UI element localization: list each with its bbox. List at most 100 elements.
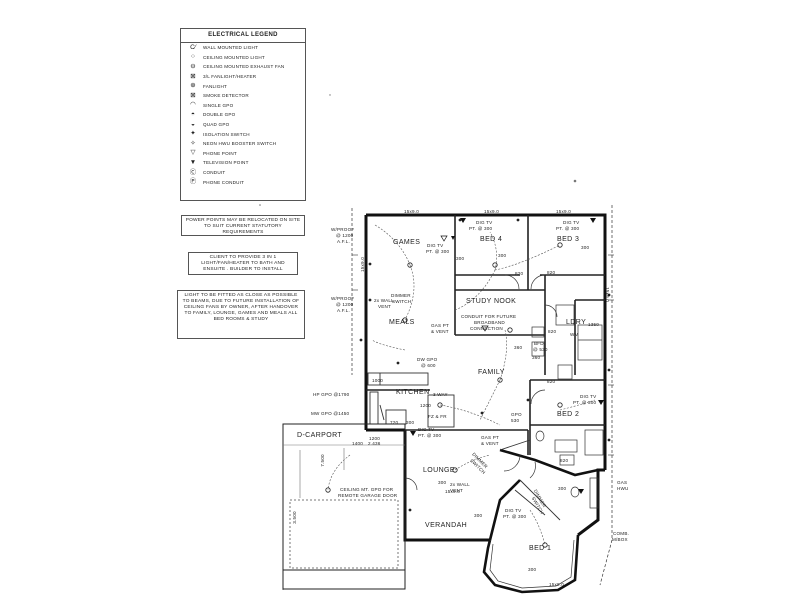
legend-item: ⊕FANLIGHT (181, 81, 305, 91)
wproof-gpo-label: A.F.L. (337, 239, 350, 244)
legend-item: C⁄ WALL MOUNTED LIGHT (181, 43, 305, 53)
legend-item: ⊠SMOKE DETECTOR (181, 91, 305, 101)
quad-gpo-icon: ◒ (191, 120, 195, 128)
bed1-walls (482, 448, 599, 594)
scan-marks (259, 94, 577, 206)
room-bed2: BED 2 (557, 411, 580, 418)
legend-item: ◠SINGLE GPO (181, 101, 305, 111)
gpo-label: GPO (511, 412, 522, 417)
carport-dimension: 2.436 (368, 441, 381, 446)
legend-item: Ⓟ PHONE CONDUIT (181, 177, 305, 187)
room-kitchen: KITCHEN (396, 389, 430, 396)
legend-label: PHONE CONDUIT (203, 179, 245, 185)
door-width: 360 (514, 345, 523, 350)
note-power-points: POWER POINTS MAY BE RELOCATED ON SITE TO… (181, 215, 305, 236)
height-label: 300 (498, 253, 507, 258)
interior-walls (366, 215, 605, 455)
bench-dimension: 720 (390, 420, 399, 425)
legend-label: TELEVISION POINT (203, 160, 249, 166)
ceiling-light-icons (325, 242, 563, 548)
legend-item: ⊠ 3/L FANLIGHT/HEATER (181, 72, 305, 82)
bench-dimension: 1200 (369, 436, 381, 441)
three-way-switch-label: 3 WAY (433, 392, 448, 397)
fanlight-icon: ⊕ (190, 82, 196, 90)
dimmer-switch-label: DIMMER (391, 293, 411, 298)
height-label: 300 (438, 480, 447, 485)
tv-point-label: PT. @ 300 (503, 514, 527, 519)
lounge-lines (499, 439, 561, 521)
legend-item: ◓DOUBLE GPO (181, 110, 305, 120)
electrical-legend: ELECTRICAL LEGEND C⁄WALL MOUNTED LIGHT ○… (180, 28, 306, 201)
door-width: 820 (515, 271, 524, 276)
phone-conduit-icon: Ⓟ (189, 178, 197, 186)
tv-point-icon: ▼ (189, 158, 197, 166)
phone-point-icon: ▽ (190, 149, 196, 157)
legend-label: CEILING MOUNTED EXHAUST FAN (203, 64, 285, 70)
legend-label: WALL MOUNTED LIGHT (203, 45, 259, 51)
height-label: 300 (474, 513, 483, 518)
note-light-fitting: LIGHT TO BE FITTED AS CLOSE AS POSSIBLE … (177, 290, 305, 339)
tv-point-label: DIG TV (505, 508, 522, 513)
wall-light-icon: C⁄ (190, 43, 196, 51)
window-dimension: 15x9.0 (484, 209, 499, 214)
conduit-note: CONDUIT FOR FUTURE (461, 314, 517, 319)
wproof-gpo-label: @ 1200 (336, 302, 354, 307)
room-laundry: LDRY (566, 319, 587, 326)
legend-label: NEON HWU BOOSTER SWITCH (203, 141, 277, 147)
door-width: 820 (548, 329, 557, 334)
height-label: 300 (581, 245, 590, 250)
door-width: 820 (560, 458, 569, 463)
hp-gpo-label: HP GPO @1790 (313, 392, 350, 397)
tv-point-label: DIG TV (418, 427, 435, 432)
gpo-icons (359, 218, 611, 512)
room-family: FAMILY (478, 369, 505, 376)
legend-label: QUAD GPO (203, 122, 230, 128)
bench-dimension: 300 (406, 420, 415, 425)
room-lounge: LOUNGE (423, 467, 455, 474)
window-dimension: 15x9.0 (404, 209, 419, 214)
wproof-gpo-label: A.F.L. (337, 308, 350, 313)
room-bed3: BED 3 (557, 236, 580, 243)
window-dimension: 15x9.0 (605, 287, 610, 302)
conduit-icon: Ⓒ (189, 168, 197, 176)
bench-dimension: 1000 (372, 378, 384, 383)
legend-label: SMOKE DETECTOR (203, 93, 249, 99)
legend-item: ▼ TELEVISION POINT (181, 158, 305, 168)
tv-point-label: PT. @ 300 (556, 226, 580, 231)
room-carport: D-CARPORT (297, 432, 343, 439)
wall-vent-label: VENT (378, 304, 392, 309)
note-client-provide: CLIENT TO PROVIDE 3 IN 1 LIGHT/FAN/HEATE… (188, 252, 298, 275)
room-meals: MEALS (389, 319, 415, 326)
legend-item: ◒ QUAD GPO (181, 120, 305, 130)
gas-point-label: & VENT (431, 329, 449, 334)
height-label: 300 (558, 486, 567, 491)
legend-title: ELECTRICAL LEGEND (181, 29, 305, 43)
height-label: 300 (456, 256, 465, 261)
legend-item: ⊖CEILING MOUNTED EXHAUST FAN (181, 62, 305, 72)
door-width: 360 (532, 355, 541, 360)
fridge-label: FZ & FR (428, 414, 447, 419)
legend-item: ✦ISOLATION SWITCH (181, 129, 305, 139)
meter-box-label: M/BOX (612, 537, 628, 542)
wproof-gpo-label: W/PROOF (331, 227, 355, 232)
carport-dimension: 7.500 (319, 454, 325, 467)
legend-label: 3/L FANLIGHT/HEATER (203, 74, 257, 80)
house-walls (364, 213, 607, 542)
wall-vent-label: VENT (450, 488, 464, 493)
wall-vent-label: 2x WALL (374, 298, 394, 303)
window-dimension: 15x9.0 (445, 489, 460, 494)
legend-label: SINGLE GPO (203, 102, 234, 108)
gas-point-label: & VENT (481, 441, 499, 446)
tv-point-label: PT. @ 300 (469, 226, 493, 231)
dw-gpo-label: @ 600 (421, 363, 436, 368)
fan-light-heater-icon: ⊠ (190, 72, 196, 80)
room-bed1: BED 1 (529, 545, 552, 552)
wproof-gpo-label: W/PROOF (331, 296, 355, 301)
legend-label: PHONE POINT (203, 150, 237, 156)
carport-dimension: 1400 (352, 441, 364, 446)
wiring-runs (327, 224, 596, 546)
mw-gpo-label: MW GPO @1450 (311, 411, 350, 416)
dw-gpo-label: DW GPO (417, 357, 438, 362)
